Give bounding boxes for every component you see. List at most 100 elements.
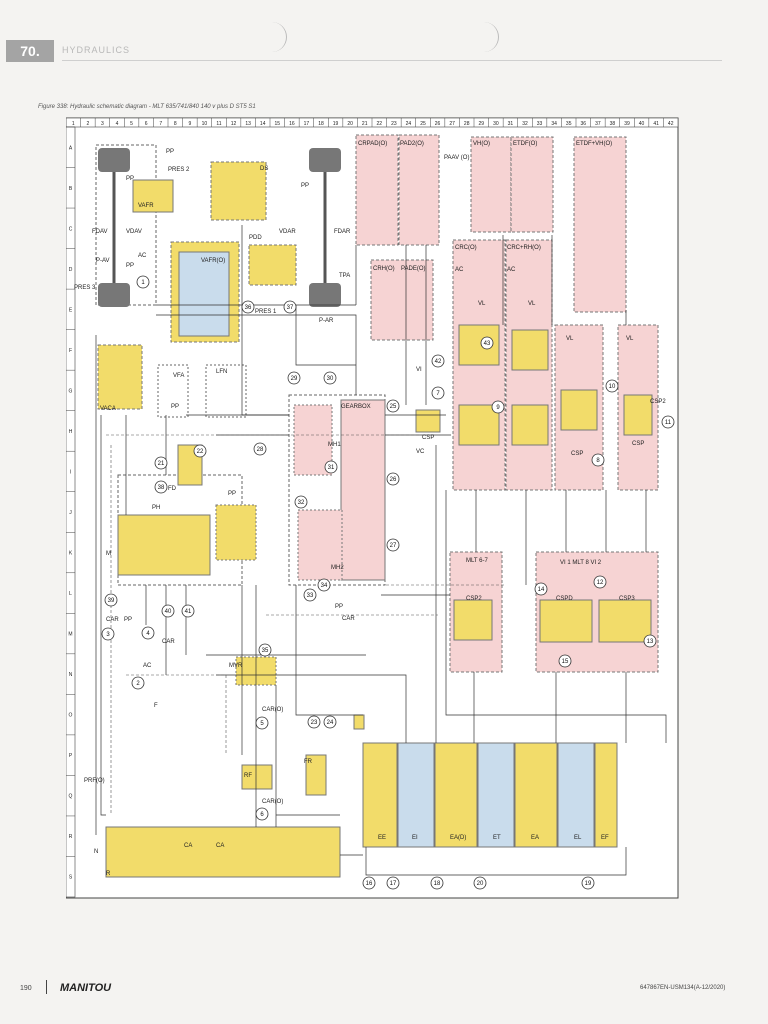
callout-number: 29 [291, 376, 298, 382]
column-label: 19 [333, 121, 339, 127]
label-ea: EA [531, 835, 539, 841]
label-prf: PRF(O) [84, 778, 105, 784]
column-label: 2 [86, 121, 89, 127]
callout-number: 12 [597, 580, 604, 586]
column-label: 8 [174, 121, 177, 127]
label-car-3: CAR [342, 616, 355, 622]
label-pad2: PAD2(O) [400, 141, 424, 147]
column-label: 27 [449, 121, 455, 127]
callout-circle [431, 386, 445, 400]
label-pres1: PRES 1 [255, 309, 277, 315]
mh1-block [293, 404, 333, 476]
etdf-zone [510, 136, 554, 233]
label-ead: EA(D) [450, 835, 466, 841]
callout-number: 38 [158, 485, 165, 491]
callout-number: 16 [366, 881, 373, 887]
label-vl-3: VL [566, 336, 574, 342]
label-par: P-AR [319, 318, 334, 324]
callout-number: 13 [647, 639, 654, 645]
label-vaca: VACA [100, 406, 116, 412]
callout-circle [253, 442, 267, 456]
column-label: 14 [260, 121, 266, 127]
column-label: 16 [289, 121, 295, 127]
callout-circle [643, 634, 657, 648]
callout-number: 42 [435, 359, 442, 365]
callout-circle [581, 876, 595, 890]
column-label: 5 [130, 121, 133, 127]
column-label: 28 [464, 121, 470, 127]
callout-number: 1 [141, 280, 145, 286]
ea-section [514, 742, 558, 848]
callout-circle [101, 627, 115, 641]
hydraulic-tank [105, 826, 341, 878]
vl-valve-2 [623, 394, 653, 436]
label-mlt67: MLT 6-7 [466, 558, 488, 564]
et-section [477, 742, 515, 848]
label-pp-top: PP [166, 149, 174, 155]
label-n: N [94, 849, 98, 855]
callout-number: 43 [484, 341, 491, 347]
crc-rh-valve-lower [511, 404, 549, 446]
callout-circle [141, 626, 155, 640]
callout-circle [131, 676, 145, 690]
row-label: L [69, 591, 72, 597]
callout-number: 3 [106, 632, 110, 638]
callout-circle [283, 300, 297, 314]
crh-pade-zone [370, 259, 434, 341]
callout-circle [473, 876, 487, 890]
callout-number: 22 [197, 449, 204, 455]
vfa-block [157, 364, 189, 418]
label-paav: PAAV (O) [444, 155, 469, 161]
ee-section [362, 742, 398, 848]
callout-number: 28 [257, 447, 264, 453]
row-label: C [69, 226, 73, 232]
callout-number: 5 [260, 721, 264, 727]
callout-circle [661, 415, 675, 429]
binder-ring-mark-right [484, 22, 499, 52]
callout-circle [241, 300, 255, 314]
column-label: 41 [653, 121, 659, 127]
label-r: R [106, 871, 111, 877]
column-label: 34 [551, 121, 557, 127]
main-pump-block [117, 514, 211, 576]
crc-valve-lower [458, 404, 500, 446]
pdd-block [248, 244, 297, 286]
column-label: 33 [537, 121, 543, 127]
row-label: D [69, 267, 73, 273]
label-crc: CRC(O) [455, 245, 477, 251]
vaca-block [97, 344, 143, 410]
callout-circle [154, 480, 168, 494]
row-label: O [69, 713, 73, 719]
callout-circle [193, 444, 207, 458]
callout-number: 33 [307, 593, 314, 599]
column-label: 3 [101, 121, 104, 127]
label-csp2: CSP2 [650, 399, 666, 405]
callout-number: 36 [245, 305, 252, 311]
label-lfn: LFN [216, 369, 227, 375]
label-pp-pump: PP [228, 491, 236, 497]
label-ac-crc: AC [455, 267, 464, 273]
label-vfa: VFA [173, 373, 184, 379]
column-label: 32 [522, 121, 528, 127]
row-label: N [69, 672, 73, 678]
callout-number: 8 [596, 458, 600, 464]
fr-block [305, 754, 327, 796]
label-crh: CRH(O) [373, 266, 395, 272]
row-label: M [68, 632, 72, 638]
column-label: 10 [202, 121, 208, 127]
callout-number: 6 [260, 812, 264, 818]
row-label: P [69, 753, 73, 759]
column-label: 1 [72, 121, 75, 127]
label-ac: AC [138, 253, 147, 259]
callout-number: 19 [585, 881, 592, 887]
callout-number: 30 [327, 376, 334, 382]
column-label: 31 [508, 121, 514, 127]
ef-section [594, 742, 618, 848]
hydraulic-lines [95, 225, 667, 876]
label-pp-low: PP [124, 617, 132, 623]
label-pres3: PRES 3 [74, 285, 96, 291]
label-csp: CSP [422, 435, 434, 441]
label-mh1: MH1 [328, 442, 341, 448]
